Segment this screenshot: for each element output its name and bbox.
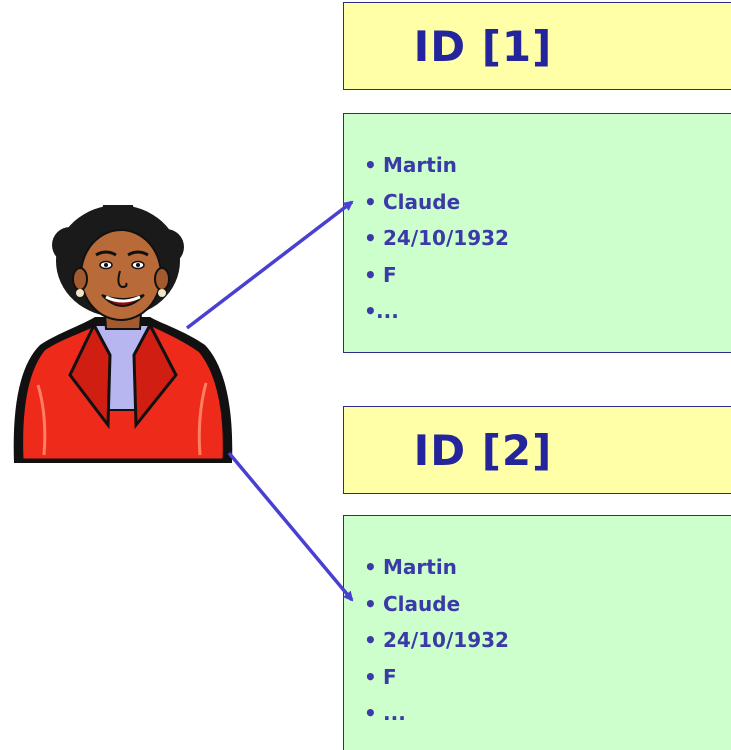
list-item: •24/10/1932 bbox=[364, 628, 509, 652]
list-item: •Claude bbox=[364, 189, 461, 214]
list-item: •... bbox=[364, 701, 406, 725]
id-label-2: ID [2] bbox=[413, 425, 553, 475]
list-item: •... bbox=[364, 299, 399, 323]
record-attributes-2: •Martin •Claude •24/10/1932 •F •... bbox=[364, 549, 509, 732]
list-item: •24/10/1932 bbox=[364, 226, 509, 250]
list-item: •Martin bbox=[364, 555, 457, 579]
list-item: •Claude bbox=[364, 591, 461, 616]
id-box-1: ID [1] bbox=[343, 2, 731, 90]
list-item: •Martin bbox=[364, 153, 457, 177]
list-item: •F bbox=[364, 262, 397, 287]
record-attributes-1: •Martin •Claude •24/10/1932 •F •... bbox=[364, 147, 509, 330]
id-box-2: ID [2] bbox=[343, 406, 731, 494]
arrow-to-record-2 bbox=[227, 451, 354, 602]
woman-clipart-icon bbox=[13, 205, 233, 463]
list-item: •F bbox=[364, 664, 397, 689]
id-label-1: ID [1] bbox=[413, 21, 553, 71]
record-box-2: •Martin •Claude •24/10/1932 •F •... bbox=[343, 515, 731, 750]
record-box-1: •Martin •Claude •24/10/1932 •F •... bbox=[343, 113, 731, 353]
